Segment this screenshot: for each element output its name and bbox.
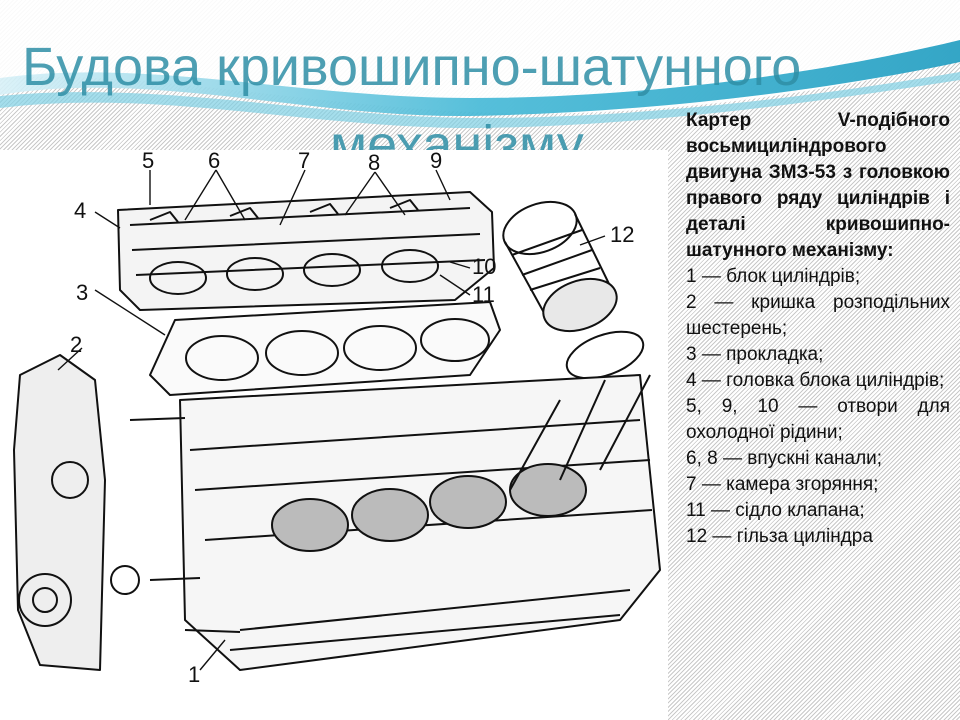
callout-10: 10 — [472, 254, 496, 279]
engine-diagram: 5 6 7 8 9 4 3 2 10 11 12 1 — [0, 150, 668, 720]
callout-5: 5 — [142, 150, 154, 173]
title-line-2: механізму — [330, 115, 584, 150]
callout-2: 2 — [70, 332, 82, 357]
callout-8: 8 — [368, 150, 380, 175]
header-wave-decoration — [0, 0, 960, 129]
callout-1: 1 — [188, 662, 200, 687]
legend-item: 7 — камера згоряння; — [686, 474, 879, 495]
engine-block-shape — [129, 374, 661, 671]
title-line-1: Будова кривошипно-шатунного — [22, 37, 802, 97]
engine-drawing: 5 6 7 8 9 4 3 2 10 11 12 1 — [13, 150, 661, 687]
figure-caption: Картер V-подібного восьмициліндрового дв… — [686, 110, 950, 261]
legend-item: 2 — кришка розподільних шестерень; — [686, 292, 950, 339]
cylinder-head-shape — [117, 191, 495, 311]
cylinder-sleeve-shape — [502, 200, 645, 380]
legend-item: 3 — прокладка; — [686, 344, 824, 365]
callout-7: 7 — [298, 150, 310, 173]
legend-item: 4 — головка блока циліндрів; — [686, 370, 945, 391]
description-panel: Картер V-подібного восьмициліндрового дв… — [686, 108, 950, 550]
callout-3: 3 — [76, 280, 88, 305]
callout-9: 9 — [430, 150, 442, 173]
callout-12: 12 — [610, 222, 634, 247]
callout-4: 4 — [74, 198, 86, 223]
parts-legend: 1 — блок циліндрів; 2 — кришка розподіль… — [686, 264, 950, 550]
header-band: Будова кривошипно-шатунного механізму — [0, 0, 960, 150]
legend-item: 1 — блок циліндрів; — [686, 266, 861, 287]
callout-6: 6 — [208, 150, 220, 173]
legend-item: 12 — гільза циліндра — [686, 526, 873, 547]
legend-item: 11 — сідло клапана; — [686, 500, 865, 521]
legend-item: 5, 9, 10 — отвори для охолодної рідини; — [686, 396, 950, 443]
callout-11: 11 — [472, 282, 495, 307]
gasket-shape — [149, 301, 501, 396]
legend-item: 6, 8 — впускні канали; — [686, 448, 883, 469]
timing-cover-shape — [13, 354, 140, 671]
page-title: Будова кривошипно-шатунного механізму — [22, 28, 942, 150]
